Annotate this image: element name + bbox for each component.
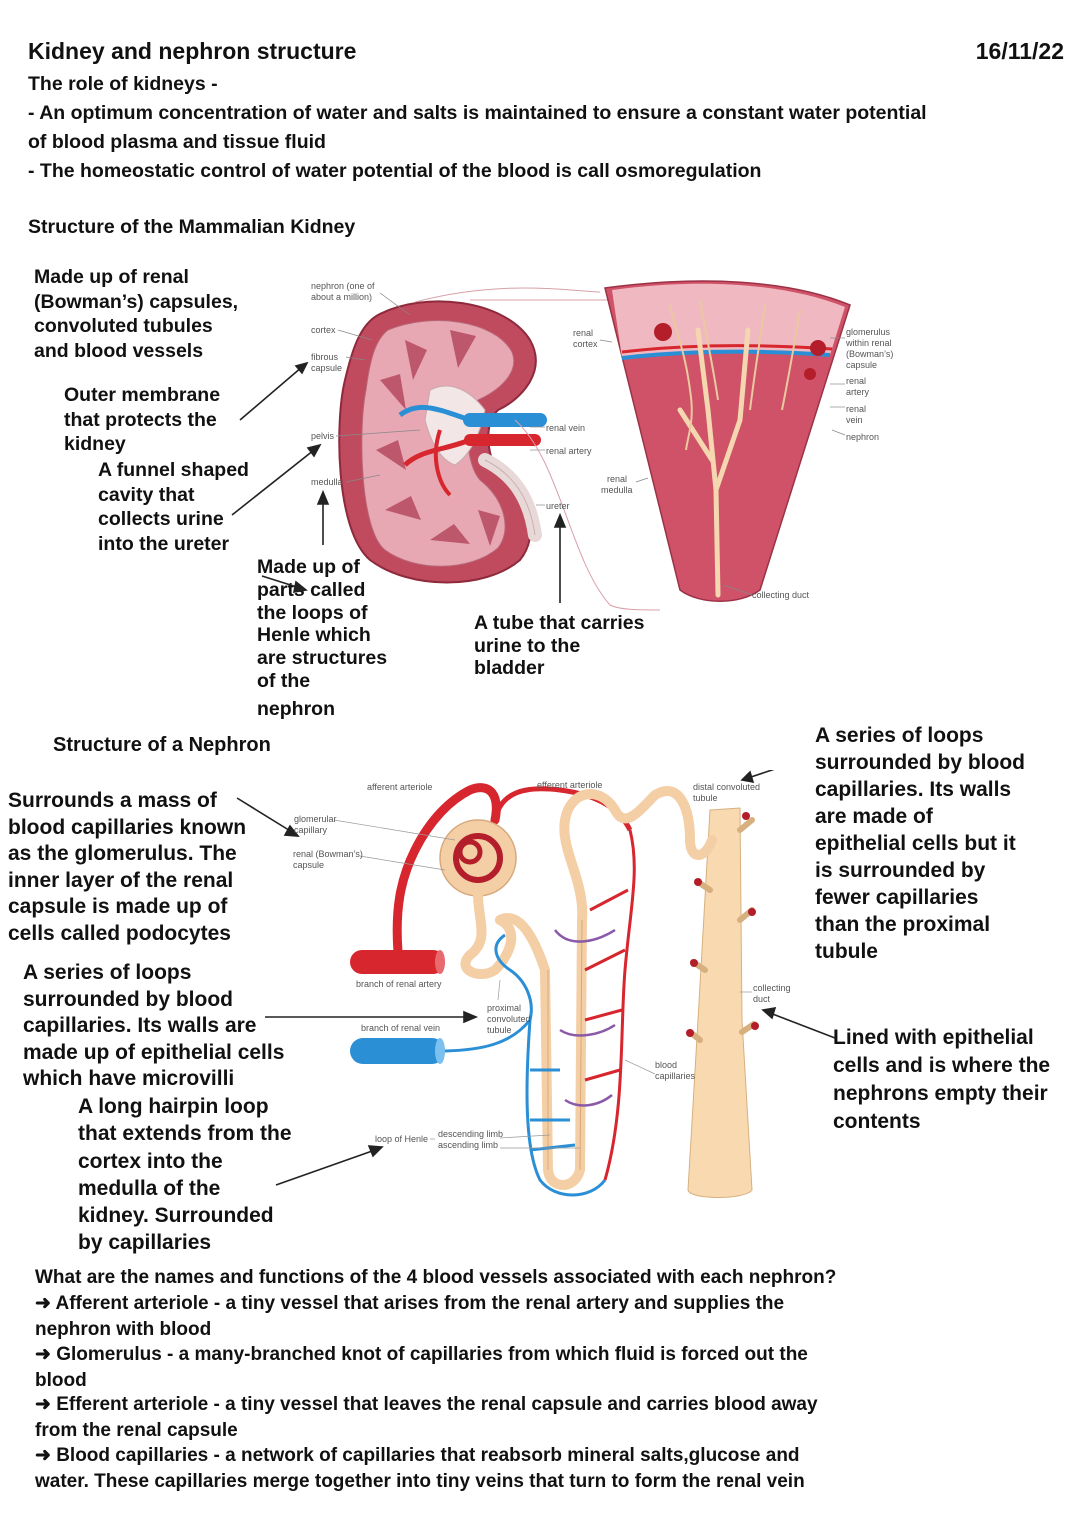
svg-text:artery: artery <box>846 387 870 397</box>
svg-text:convoluted: convoluted <box>487 1014 531 1024</box>
svg-text:capsule: capsule <box>846 360 877 370</box>
label-glomerulus: glomerulus <box>846 327 891 337</box>
answer-efferent: ➜ Efferent arteriole - a tiny vessel tha… <box>35 1394 818 1441</box>
question: What are the names and functions of the … <box>35 1267 837 1288</box>
label-renal-artery: renal artery <box>546 446 592 456</box>
label-nephron-right: nephron <box>846 432 879 442</box>
label-nephron: nephron (one of <box>311 281 375 291</box>
label-renal-cortex-2: cortex <box>573 339 598 349</box>
answer-afferent: ➜ Afferent arteriole - a tiny vessel tha… <box>35 1293 785 1340</box>
label-loop: loop of Henle <box>375 1134 428 1144</box>
label-pelvis: pelvis <box>311 431 335 441</box>
svg-text:vein: vein <box>846 415 863 425</box>
svg-text:(Bowman’s): (Bowman’s) <box>846 349 893 359</box>
label-proximal: proximal <box>487 1003 521 1013</box>
intro-line-4: - The homeostatic control of water poten… <box>28 160 762 182</box>
page-date: 16/11/22 <box>975 38 1064 64</box>
intro-line-2: - An optimum concentration of water and … <box>28 102 927 124</box>
svg-text:capillary: capillary <box>294 825 328 835</box>
label-bowman: renal (Bowman’s) <box>293 849 363 859</box>
label-afferent: afferent arteriole <box>367 782 432 792</box>
label-renal-vein: renal vein <box>546 423 585 433</box>
label-renal-artery-2: renal <box>846 376 866 386</box>
note-cortex: Made up of renal(Bowman’s) capsules, con… <box>34 266 239 362</box>
label-distal: distal convoluted <box>693 782 760 792</box>
label-fibrous-2: capsule <box>311 363 342 373</box>
answer-capillaries: ➜ Blood capillaries - a network of capil… <box>35 1445 805 1492</box>
svg-text:duct: duct <box>753 994 771 1004</box>
svg-text:tubule: tubule <box>693 793 718 803</box>
label-cortex: cortex <box>311 325 336 335</box>
kidney-heading: Structure of the Mammalian Kidney <box>28 216 356 238</box>
svg-text:tubule: tubule <box>487 1025 512 1035</box>
label-renal-vein-2: renal <box>846 404 866 414</box>
nephron-diagram: afferent arteriole efferent arteriole di… <box>236 770 836 1198</box>
svg-text:capsule: capsule <box>293 860 324 870</box>
label-collecting-duct: collecting duct <box>752 590 810 600</box>
label-medulla: medulla <box>311 477 343 487</box>
label-capillaries: blood <box>655 1060 677 1070</box>
label-branch-artery: branch of renal artery <box>356 979 442 989</box>
intro-line-3: of blood plasma and tissue fluid <box>28 131 326 153</box>
label-descending: descending limb <box>438 1129 503 1139</box>
label-renal-medulla: renal <box>607 474 627 484</box>
nephron-heading: Structure of a Nephron <box>53 734 271 756</box>
label-ureter: ureter <box>546 501 570 511</box>
intro-line-1: The role of kidneys - <box>28 73 218 95</box>
label-branch-vein: branch of renal vein <box>361 1023 440 1033</box>
label-ascending: ascending limb <box>438 1140 498 1150</box>
page-title: Kidney and nephron structure <box>28 38 357 64</box>
label-efferent: efferent arteriole <box>537 780 602 790</box>
label-fibrous: fibrous <box>311 352 339 362</box>
label-collecting: collecting <box>753 983 791 993</box>
label-renal-medulla-2: medulla <box>601 485 633 495</box>
kidney-diagram: nephron (one of about a million) cortex … <box>231 280 893 611</box>
label-renal-cortex: renal <box>573 328 593 338</box>
svg-text:within renal: within renal <box>845 338 892 348</box>
answer-glomerulus: ➜ Glomerulus - a many-branched knot of c… <box>35 1344 808 1391</box>
label-nephron-2: about a million) <box>311 292 372 302</box>
svg-text:capillaries: capillaries <box>655 1071 696 1081</box>
label-glomerular: glomerular <box>294 814 337 824</box>
